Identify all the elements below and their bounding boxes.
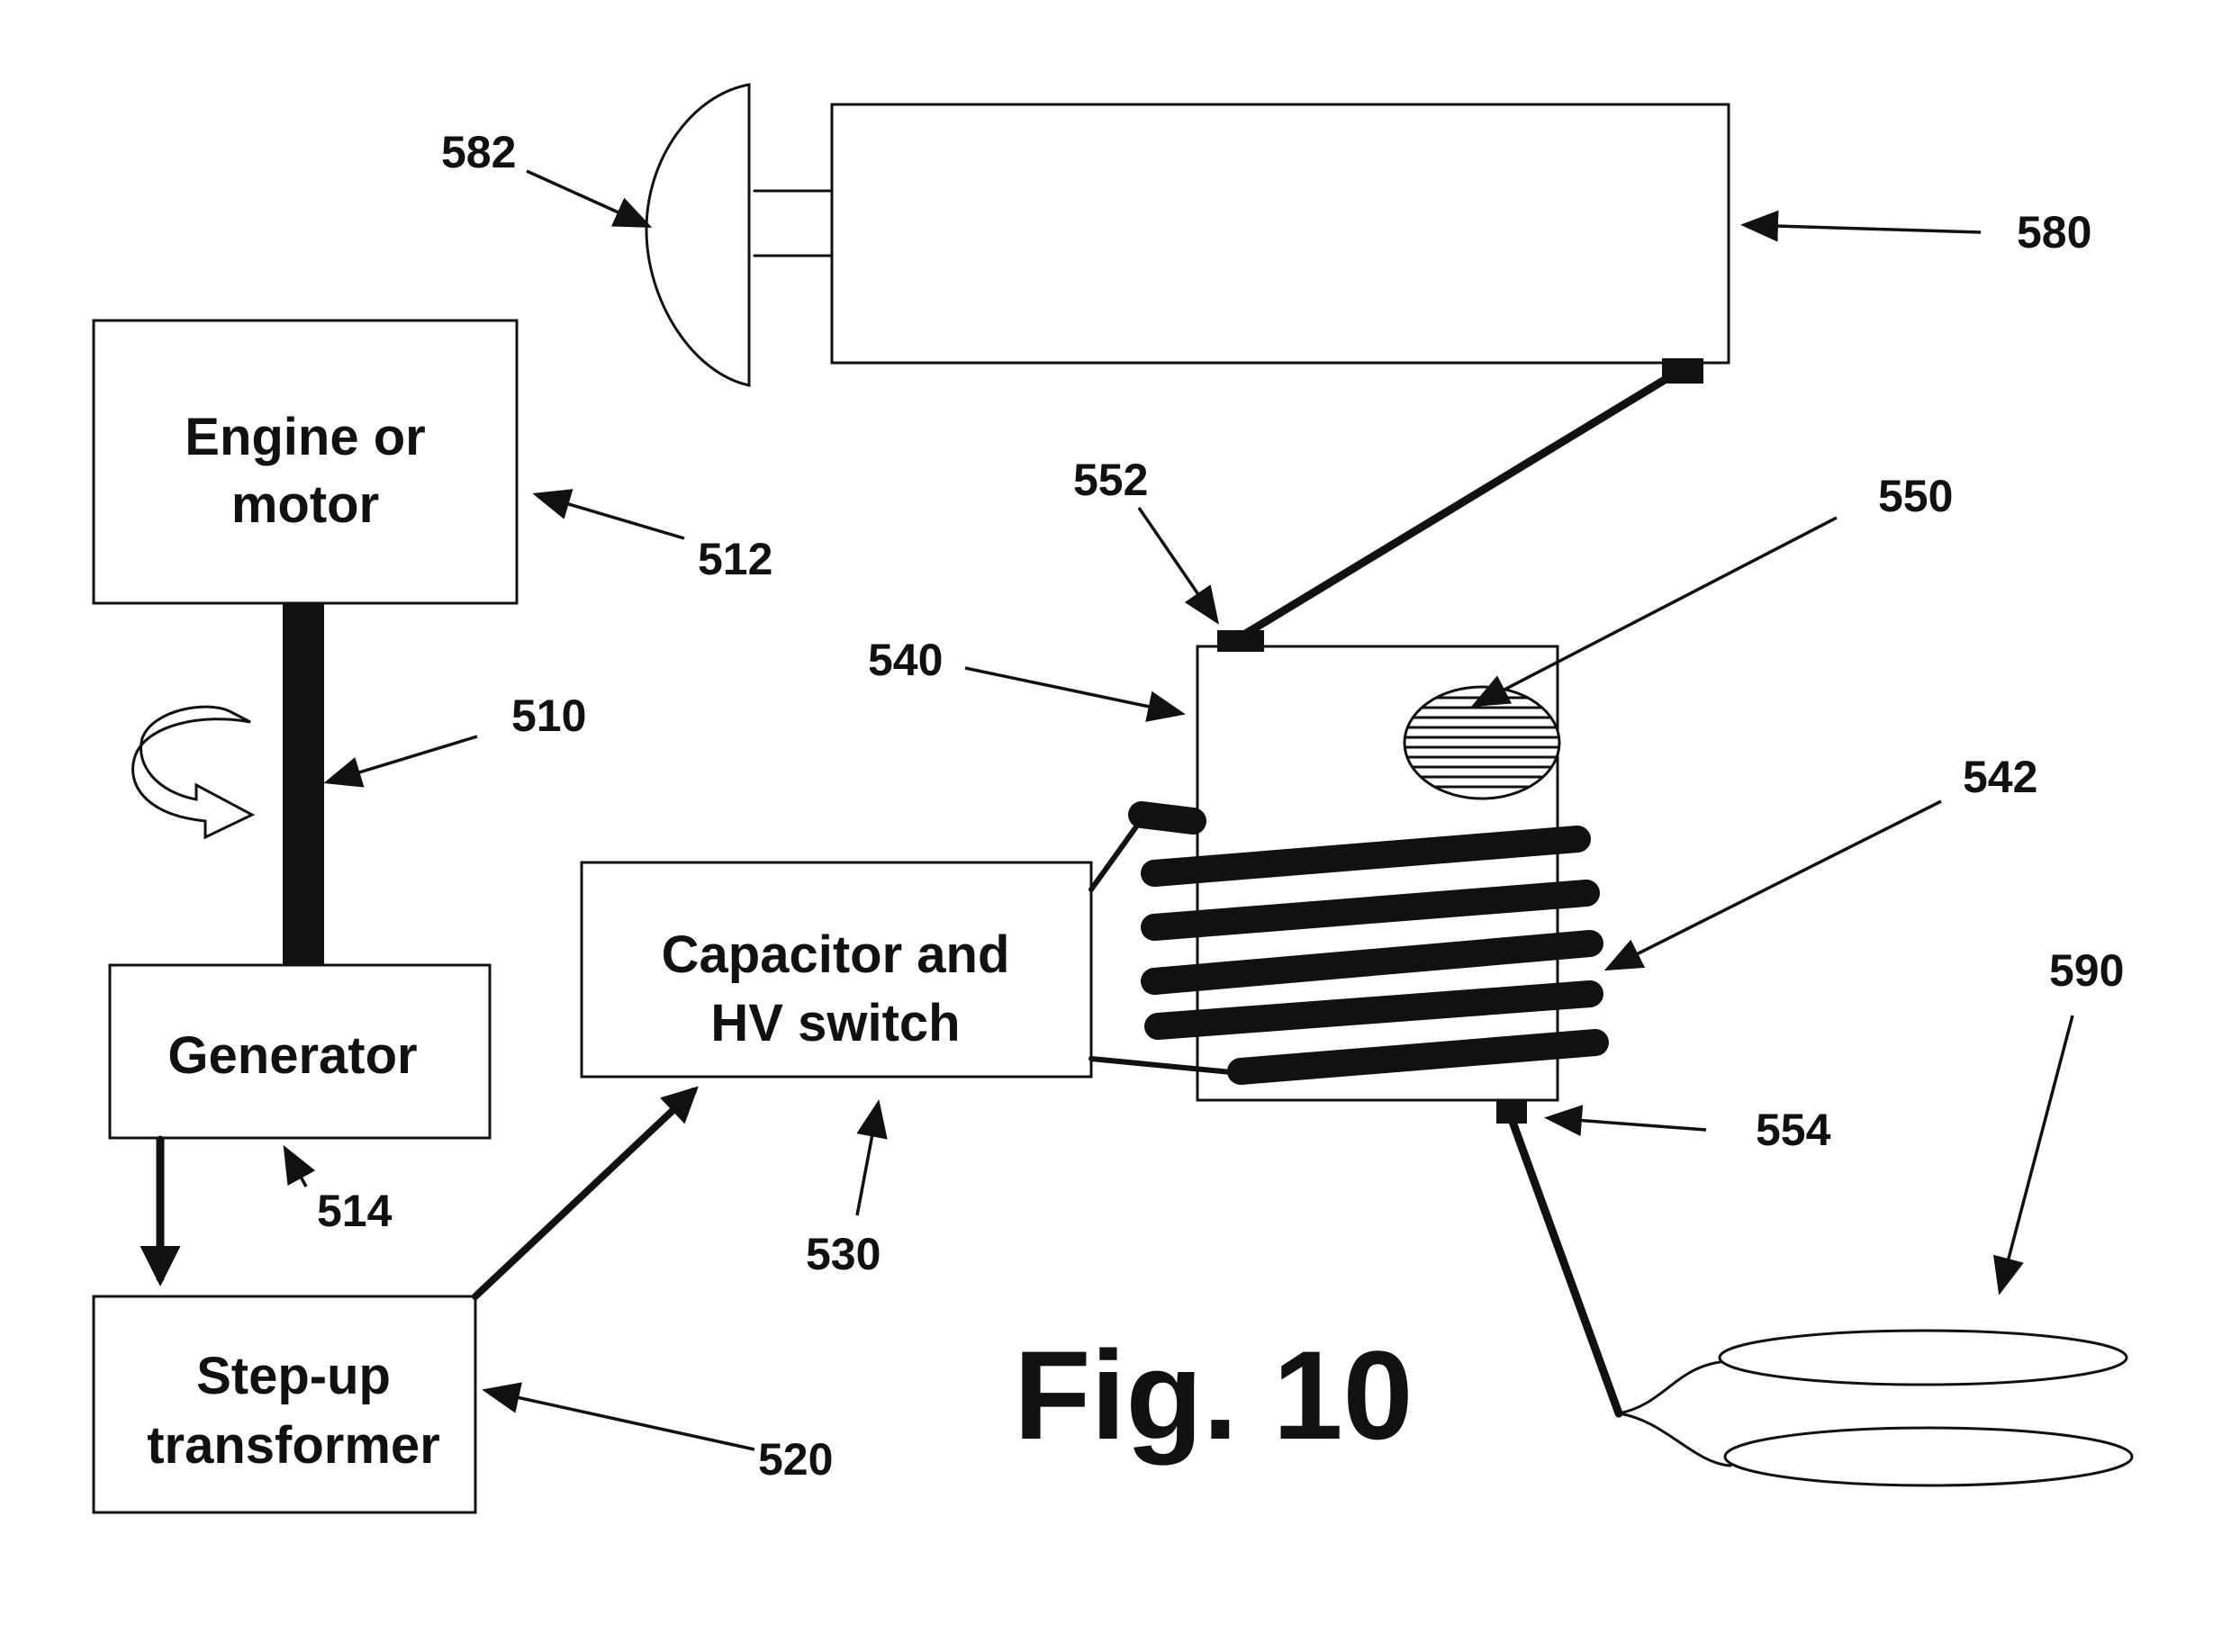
- lead-top: [1088, 817, 1144, 892]
- generator-box: [108, 963, 492, 1140]
- capacitor-box: [580, 861, 1093, 1079]
- transformer-label-line2: transformer: [147, 1416, 440, 1475]
- leader-582: [526, 169, 653, 228]
- coil-windings: [1128, 801, 1609, 1085]
- ref-530: 530: [806, 1229, 881, 1279]
- loop-branch-upper: [1617, 1359, 1730, 1415]
- engine-label-line2: motor: [231, 475, 379, 534]
- coil-housing: [1128, 630, 1609, 1124]
- lead-bottom: [1088, 1056, 1243, 1076]
- lens-hatching: [1405, 696, 1559, 789]
- figure-caption: Fig. 10: [1014, 1324, 1413, 1466]
- ref-554: 554: [1756, 1105, 1831, 1155]
- capacitor-label-line2: HV switch: [710, 994, 960, 1052]
- leader-590: [1992, 1015, 2074, 1295]
- ref-590: 590: [2049, 945, 2124, 996]
- leader-554: [1544, 1105, 1707, 1137]
- dome-reflector: [645, 83, 751, 387]
- ref-540: 540: [868, 635, 943, 685]
- transformer-to-capacitor-arrow: [472, 1086, 699, 1300]
- ground-loops: [1508, 1117, 2134, 1487]
- cylinder-body: [830, 103, 1730, 365]
- leader-512: [532, 489, 685, 540]
- ref-542: 542: [1963, 752, 2037, 802]
- generator-label: Generator: [167, 1026, 417, 1085]
- leader-550: [1470, 516, 1838, 708]
- engine-block: Engine or motor: [92, 319, 519, 605]
- transformer-block: Step-up transformer: [92, 1295, 477, 1514]
- loop-upper: [1718, 1329, 2128, 1386]
- engine-box: [92, 319, 519, 605]
- leader-580: [1740, 210, 1982, 242]
- leader-510: [323, 735, 478, 788]
- transformer-box: [92, 1295, 477, 1514]
- ground-wire: [1508, 1117, 1623, 1418]
- ref-512: 512: [698, 534, 772, 584]
- window-lens: [1403, 685, 1561, 800]
- leader-530: [855, 1099, 888, 1216]
- drive-shaft: [283, 603, 324, 965]
- transformer-label-line1: Step-up: [196, 1347, 391, 1405]
- leader-520: [482, 1382, 755, 1451]
- cylinder-assembly: [645, 83, 1730, 387]
- loop-branch-lower: [1617, 1412, 1732, 1467]
- terminal-to-cylinder-wire: [1238, 368, 1681, 640]
- engine-label-line1: Engine or: [185, 408, 425, 466]
- ref-514: 514: [317, 1186, 393, 1236]
- leader-552: [1137, 507, 1219, 625]
- rotation-arrow-icon: [131, 705, 256, 840]
- ref-582: 582: [441, 127, 516, 177]
- ref-550: 550: [1878, 471, 1953, 521]
- leader-540: [964, 666, 1186, 722]
- capacitor-block: Capacitor and HV switch: [580, 861, 1093, 1079]
- leader-514: [283, 1144, 316, 1187]
- ref-552: 552: [1073, 455, 1148, 505]
- loop-lower: [1723, 1426, 2134, 1487]
- ref-510: 510: [511, 691, 586, 741]
- ref-580: 580: [2017, 207, 2091, 257]
- generator-block: Generator: [108, 963, 492, 1140]
- ref-520: 520: [758, 1434, 833, 1485]
- leader-542: [1603, 799, 1942, 971]
- capacitor-label-line1: Capacitor and: [662, 925, 1010, 984]
